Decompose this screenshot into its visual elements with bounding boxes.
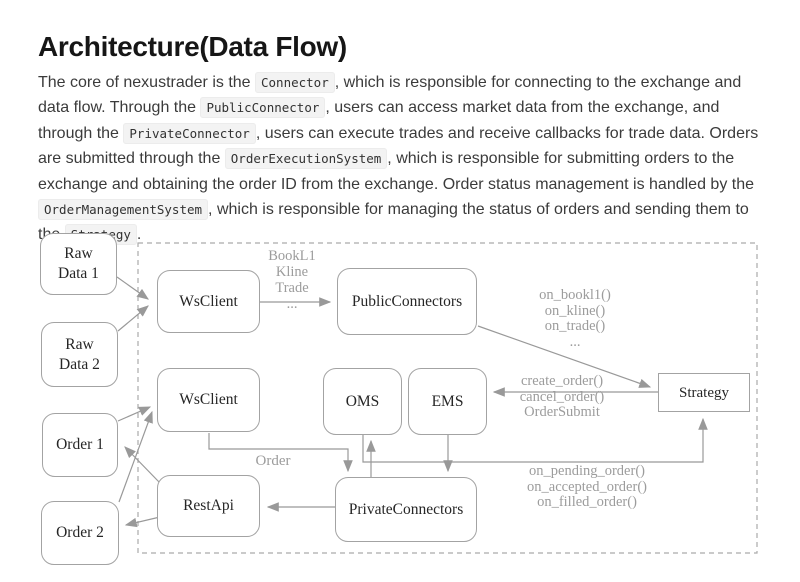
paragraph-text: , users can access market data from the … — [38, 99, 720, 142]
intro-paragraph: The core of nexustrader is the Connector… — [38, 70, 775, 248]
node-rest-api: RestApi — [157, 475, 260, 537]
inline-code: OrderManagementSystem — [38, 199, 209, 221]
inline-code: OrderExecutionSystem — [224, 148, 388, 170]
arrow-wsclient2-to-privateconnectors — [208, 433, 353, 473]
label-order: Order — [255, 453, 291, 469]
arrow-restapi-to-order2 — [124, 516, 161, 528]
arrow-rawdata2-to-wsclient1 — [117, 305, 149, 332]
label-order-commands: create_order() cancel_order() OrderSubmi… — [519, 373, 605, 420]
node-strategy: Strategy — [658, 373, 750, 412]
paragraph-text: , users can execute trades and receive c… — [38, 124, 759, 168]
inline-code: PublicConnector — [200, 97, 326, 119]
paragraph-text: . — [136, 226, 142, 244]
arrow-restapi-to-order1 — [124, 446, 161, 484]
node-raw-data-1: Raw Data 1 — [40, 233, 117, 295]
arrow-rawdata1-to-wsclient1 — [116, 276, 149, 300]
paragraph-text: , which is responsible for connecting to… — [38, 74, 742, 117]
node-ws-client-2: WsClient — [157, 368, 260, 432]
node-public-connectors: PublicConnectors — [337, 268, 477, 335]
page-title: Architecture(Data Flow) — [38, 30, 347, 62]
arrow-oms-to-strategy-callbacks — [362, 417, 708, 463]
node-private-connectors: PrivateConnectors — [335, 477, 477, 542]
node-order-2: Order 2 — [41, 501, 119, 565]
arrow-publicconnectors-to-strategy — [477, 325, 652, 388]
label-market-callbacks: on_bookl1() on_kline() on_trade() ... — [539, 287, 611, 350]
node-ws-client-1: WsClient — [157, 270, 260, 333]
node-oms: OMS — [323, 368, 402, 435]
label-market-data-types: BookL1 Kline Trade ... — [268, 248, 316, 312]
node-raw-data-2: Raw Data 2 — [41, 322, 118, 387]
inline-code: PrivateConnector — [123, 122, 256, 144]
node-order-1: Order 1 — [42, 413, 118, 477]
dashed-boundary — [137, 242, 758, 554]
inline-code: Connector — [255, 72, 335, 93]
arrow-order1-to-wsclient2 — [117, 406, 152, 422]
paragraph-text: , which is responsible for submitting or… — [38, 150, 754, 193]
node-ems: EMS — [408, 368, 487, 435]
paragraph-text: The core of nexustrader is the — [38, 74, 255, 91]
label-order-callbacks: on_pending_order() on_accepted_order() o… — [527, 463, 647, 510]
